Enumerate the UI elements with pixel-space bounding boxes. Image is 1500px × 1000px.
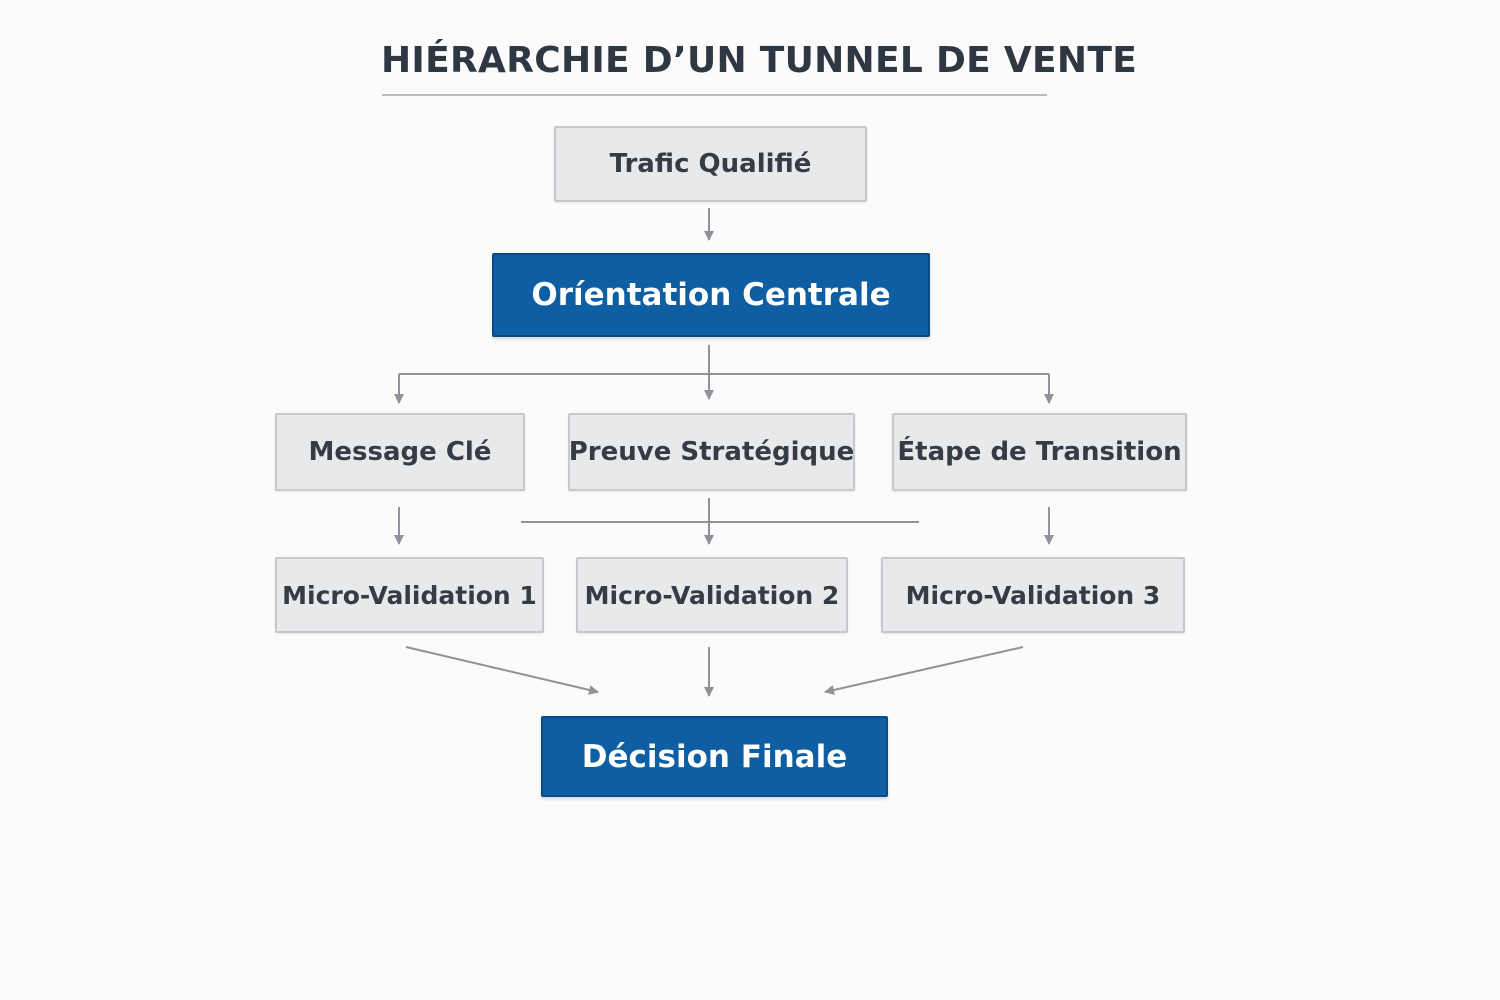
diagram-title: HIÉRARCHIE D’UN TUNNEL DE VENTE: [381, 40, 1138, 81]
node-label: Micro-Validation 2: [584, 580, 840, 610]
node-micro-validation-3: Micro-Validation 3: [881, 557, 1185, 633]
node-preuve-strategique: Preuve Stratégique: [568, 413, 855, 491]
node-message-cle: Message Clé: [275, 413, 525, 491]
node-label: Trafic Qualifié: [609, 149, 812, 179]
node-label: Décision Finale: [581, 738, 848, 775]
node-trafic-qualifie: Trafic Qualifié: [554, 126, 867, 202]
arrow-mv1-to-decision: [405, 646, 599, 695]
node-decision-finale: Décision Finale: [541, 716, 888, 797]
node-micro-validation-1: Micro-Validation 1: [275, 557, 544, 633]
node-label: Étape de Transition: [897, 437, 1182, 467]
node-label: Micro-Validation 3: [905, 580, 1161, 610]
node-label: Message Clé: [308, 437, 492, 467]
node-etape-transition: Étape de Transition: [892, 413, 1187, 491]
node-label: Oríentation Centrale: [531, 277, 891, 313]
arrow-mv3-to-decision: [824, 646, 1024, 695]
node-orientation-centrale: Oríentation Centrale: [492, 253, 930, 337]
node-label: Micro-Validation 1: [282, 580, 537, 610]
title-underline: [382, 94, 1047, 96]
node-label: Preuve Stratégique: [568, 437, 855, 467]
node-micro-validation-2: Micro-Validation 2: [576, 557, 848, 633]
